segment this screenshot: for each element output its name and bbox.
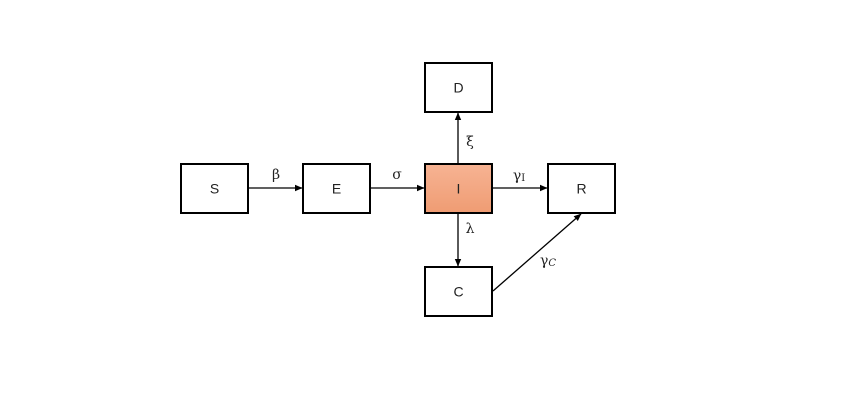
node-r: R: [547, 163, 616, 214]
edge-c-to-r: [492, 213, 582, 292]
rate-sigma-label: σ: [392, 167, 402, 183]
node-e: E: [302, 163, 371, 214]
node-c: C: [424, 266, 493, 317]
node-i: I: [424, 163, 493, 214]
rate-gamma-i-subscript: I: [521, 173, 525, 184]
node-d: D: [424, 62, 493, 113]
rate-gamma-i-label: γI: [513, 168, 525, 184]
node-r-label: R: [576, 181, 586, 197]
node-c-label: C: [453, 284, 463, 300]
rate-xi-label: ξ: [466, 134, 474, 150]
rate-gamma-c-symbol: γ: [540, 253, 548, 269]
node-i-label: I: [457, 181, 461, 197]
rate-gamma-c-label: γC: [540, 253, 556, 269]
node-e-label: E: [332, 181, 341, 197]
rate-gamma-c-subscript: C: [548, 258, 556, 269]
rate-beta-label: β: [272, 167, 280, 183]
node-d-label: D: [453, 80, 463, 96]
node-s-label: S: [210, 181, 219, 197]
rate-lambda-label: λ: [466, 221, 475, 237]
node-s: S: [180, 163, 249, 214]
rate-gamma-i-symbol: γ: [513, 168, 521, 184]
